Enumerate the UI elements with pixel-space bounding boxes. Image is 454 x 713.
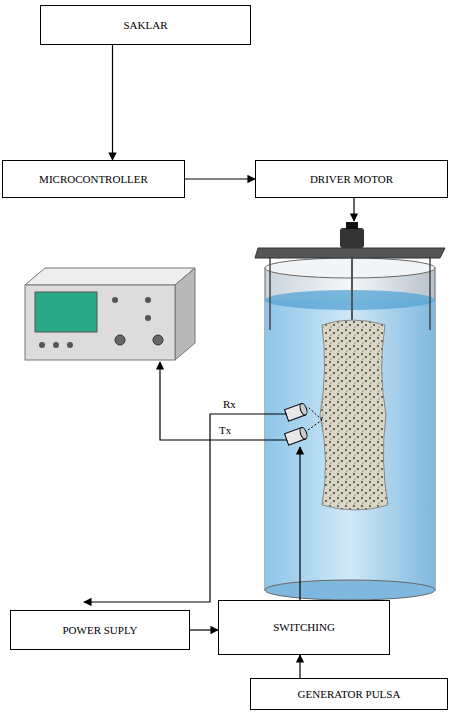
oscilloscope xyxy=(25,268,195,360)
connector-arrow xyxy=(299,655,300,678)
signal-wire xyxy=(84,198,354,602)
connector-arrow xyxy=(112,45,113,160)
connector-arrow xyxy=(190,629,218,630)
process-box: SWITCHING xyxy=(218,600,390,655)
process-box: POWER SUPLY xyxy=(10,610,190,650)
process-box: SAKLAR xyxy=(40,5,251,45)
box-text: SWITCHING xyxy=(273,621,335,634)
transducer xyxy=(285,403,322,445)
box-text: DRIVER MOTOR xyxy=(310,173,393,186)
box-text: MICROCONTROLLER xyxy=(39,173,148,186)
connector-arrow xyxy=(185,178,255,179)
box-text: SAKLAR xyxy=(123,19,167,32)
box-text: GENERATOR PULSA xyxy=(298,688,401,701)
process-box: DRIVER MOTOR xyxy=(255,160,448,198)
process-box: GENERATOR PULSA xyxy=(250,678,448,710)
signal-label: Rx xyxy=(222,398,237,411)
water-tank xyxy=(255,222,445,600)
box-text: POWER SUPLY xyxy=(63,624,138,637)
process-box: MICROCONTROLLER xyxy=(2,160,185,198)
signal-label: Tx xyxy=(218,424,232,437)
